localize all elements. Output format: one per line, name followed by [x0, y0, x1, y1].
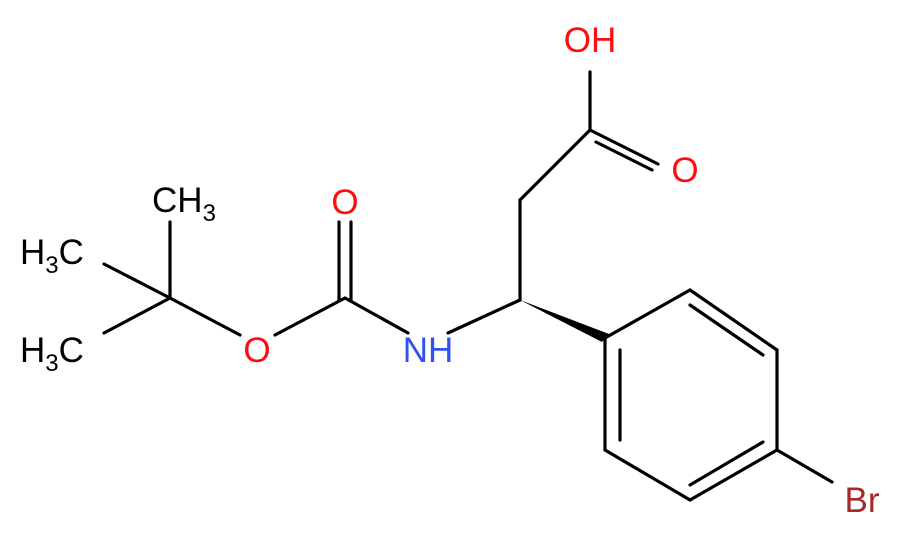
bond-tbu-methyl-upper: [102, 262, 172, 300]
bond-nh-carbonyl: [343, 296, 410, 335]
bond-tbu-methyl-lower: [102, 296, 172, 335]
bond-c-o-double-b: [594, 140, 654, 172]
methyl-left-lower-label: H3C: [20, 331, 84, 377]
ester-oxygen-label: O: [243, 331, 270, 370]
boc-carbonyl-oxygen-label: O: [331, 183, 358, 222]
bond-c-o-double-a: [588, 128, 660, 166]
bond-carbonyl-ester-o: [273, 296, 347, 337]
bond-ester-o-tbu: [168, 296, 242, 337]
ring-bond-4-inner: [688, 440, 765, 487]
ring-bond-1: [603, 288, 692, 340]
ring-bond-2: [688, 288, 779, 352]
bond-chiral-nh: [446, 298, 522, 335]
atom-label-layer: OH O O O NH Br CH3 H3C H3C: [20, 21, 880, 520]
bond-layer: [102, 70, 834, 502]
bond-acid-ch2: [518, 128, 592, 202]
hydroxyl-label: OH: [564, 21, 617, 60]
bond-ring-br: [775, 448, 834, 484]
ring-bond-2-inner: [688, 303, 765, 357]
amine-nh-label: NH: [403, 331, 454, 370]
methyl-top-label: CH3: [152, 181, 216, 227]
acid-carbonyl-oxygen-label: O: [671, 151, 698, 190]
bromine-label: Br: [845, 481, 880, 520]
bond-wedge-chiral-ring: [520, 300, 609, 342]
ring-bond-5: [603, 448, 692, 502]
methyl-left-upper-label: H3C: [20, 233, 84, 279]
ring-bond-4: [688, 448, 779, 502]
